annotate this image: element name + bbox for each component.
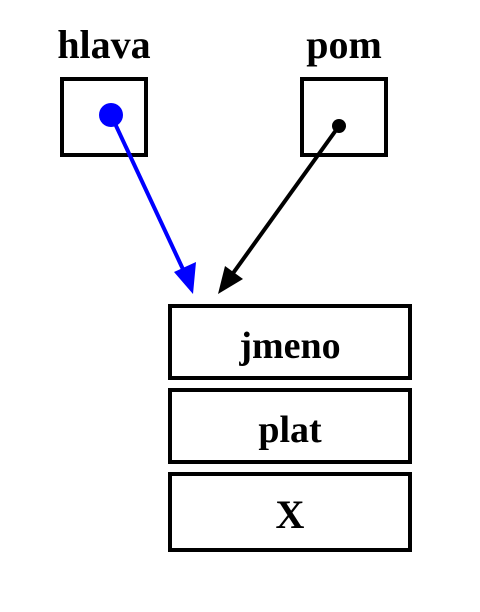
record-field-box-plat: [168, 388, 412, 464]
record-field-plat: plat: [258, 409, 322, 451]
pointer-box-pom: [300, 77, 388, 157]
pointer-arrow-hlava: [109, 114, 190, 281]
record-field-box-x: [168, 472, 412, 552]
record-field-box-jmeno: [168, 304, 412, 380]
pointer-arrow-pom: [224, 124, 341, 285]
arrowhead-pom: [218, 266, 243, 294]
arrowhead-hlava: [174, 262, 196, 294]
pointer-dot-hlava: [99, 103, 123, 127]
pointer-label-hlava: hlava: [57, 22, 150, 67]
record-field-jmeno: jmeno: [238, 325, 340, 367]
record-field-x: X: [276, 492, 305, 537]
pointer-label-pom: pom: [306, 22, 382, 67]
pointer-box-hlava: [60, 77, 148, 157]
pointer-dot-pom: [332, 119, 346, 133]
record-node: jmeno plat X: [168, 304, 412, 552]
